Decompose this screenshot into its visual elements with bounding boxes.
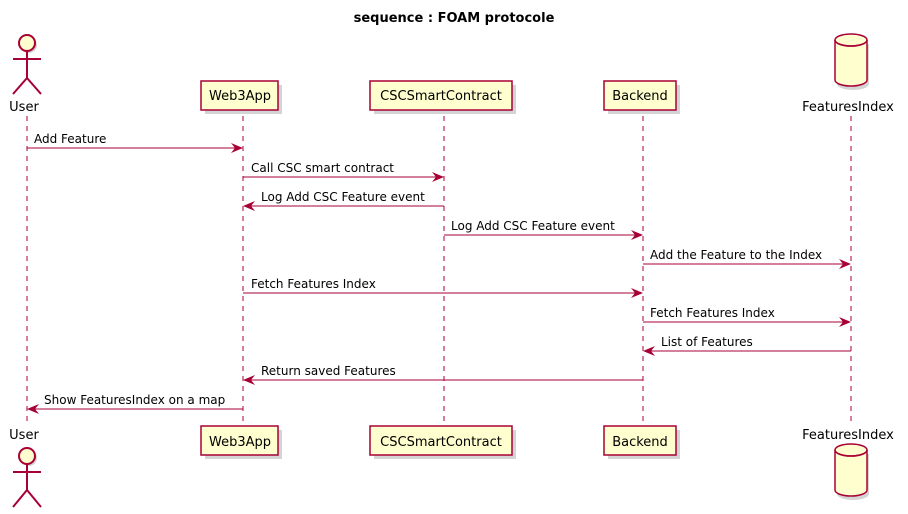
message-4: Log Add CSC Feature event [444, 219, 643, 240]
message-label: List of Features [661, 335, 753, 349]
message-label: Call CSC smart contract [251, 161, 394, 175]
participant-web3app-top: Web3App [200, 80, 282, 114]
message-label: Fetch Features Index [650, 306, 775, 320]
participant-label-backend-top: Backend [612, 89, 668, 104]
diagram-title: sequence : FOAM protocole [354, 11, 555, 26]
database-featuresindex-top [834, 33, 869, 90]
participant-backend-top: Backend [603, 80, 680, 114]
participant-label-web3app-bottom: Web3App [209, 435, 271, 450]
participant-web3app-bottom: Web3App [200, 425, 282, 459]
message-label: Show FeaturesIndex on a map [44, 393, 225, 407]
participant-label-cscsmartcontract-bottom: CSCSmartContract [380, 435, 502, 450]
message-label: Add the Feature to the Index [650, 248, 822, 262]
message-label: Log Add CSC Feature event [261, 190, 425, 204]
participant-label-user-bottom: User [9, 428, 39, 443]
participant-label-featuresindex-bottom: FeaturesIndex [802, 428, 894, 443]
participant-backend-bottom: Backend [603, 425, 680, 459]
participant-cscsmartcontract-top: CSCSmartContract [369, 80, 516, 114]
message-2: Call CSC smart contract [243, 161, 444, 182]
message-1: Add Feature [27, 132, 243, 153]
message-label: Return saved Features [261, 364, 396, 378]
actor-user-bottom [12, 447, 42, 508]
participant-cscsmartcontract-bottom: CSCSmartContract [369, 425, 516, 459]
message-label: Add Feature [34, 132, 106, 146]
message-8: List of Features [643, 335, 851, 356]
message-6: Fetch Features Index [243, 277, 643, 298]
message-7: Fetch Features Index [643, 306, 851, 327]
participant-label-web3app-top: Web3App [209, 89, 271, 104]
participant-label-featuresindex-top: FeaturesIndex [802, 100, 894, 115]
message-10: Show FeaturesIndex on a map [27, 393, 243, 414]
message-label: Log Add CSC Feature event [451, 219, 615, 233]
participant-label-cscsmartcontract-top: CSCSmartContract [380, 89, 502, 104]
participant-label-user-top: User [9, 100, 39, 115]
message-9: Return saved Features [243, 364, 643, 385]
participant-label-backend-bottom: Backend [612, 435, 668, 450]
message-3: Log Add CSC Feature event [243, 190, 444, 211]
actor-user-top [12, 34, 42, 95]
database-featuresindex-bottom [834, 443, 869, 500]
message-5: Add the Feature to the Index [643, 248, 851, 269]
message-label: Fetch Features Index [251, 277, 376, 291]
